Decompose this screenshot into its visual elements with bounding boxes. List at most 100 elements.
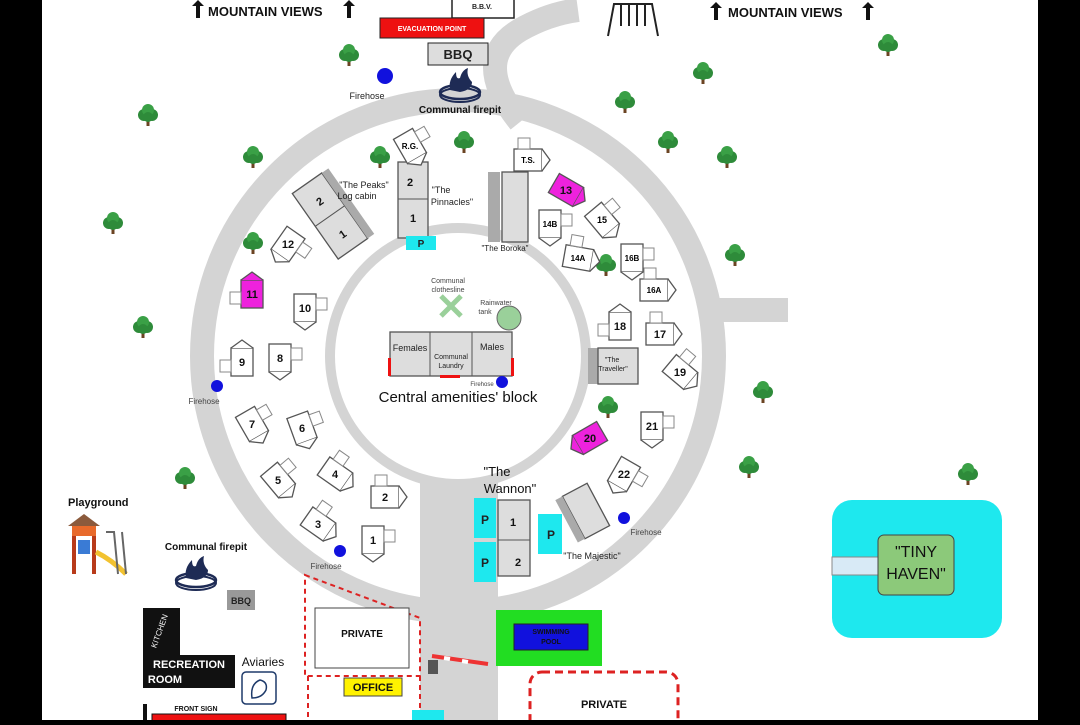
arrow-up-icon — [192, 0, 204, 18]
clothesline-label-2: clothesline — [431, 287, 464, 294]
bbq-top-label: BBQ — [444, 47, 473, 62]
site-22[interactable]: 22 — [602, 455, 651, 505]
site-15[interactable]: 15 — [583, 194, 634, 245]
rec-label-2: ROOM — [148, 674, 182, 686]
rec-label-1: RECREATION — [153, 659, 225, 671]
site-12[interactable]: 12 — [265, 225, 315, 276]
evacuation-point: EVACUATION POINT — [379, 17, 485, 39]
svg-text:7: 7 — [249, 419, 255, 431]
playground: Playground — [68, 497, 129, 576]
central-block-label: Central amenities' block — [379, 389, 538, 406]
pinnacles-unit-1: 1 — [410, 213, 416, 225]
svg-text:22: 22 — [618, 469, 630, 481]
site-8[interactable]: 8 — [268, 343, 303, 381]
site-9[interactable]: 9 — [219, 339, 254, 377]
mountain-views-left-label: MOUNTAIN VIEWS — [208, 4, 323, 19]
fire-hose-icon — [211, 380, 223, 392]
males-label: Males — [480, 342, 505, 352]
rainwater-tank — [496, 305, 522, 331]
traveller-label-2: Traveller" — [598, 366, 628, 373]
svg-text:10: 10 — [299, 303, 311, 315]
the-wannon[interactable]: "The Wannon" 1 2 P P — [474, 464, 537, 582]
pinnacles-label-2: Pinnacles" — [431, 197, 473, 207]
svg-text:3: 3 — [315, 519, 321, 531]
svg-text:4: 4 — [332, 469, 339, 481]
site-1[interactable]: 1 — [361, 525, 396, 563]
site-7[interactable]: 7 — [234, 400, 283, 450]
private-left-label: PRIVATE — [341, 629, 383, 640]
wannon-label-2: Wannon" — [484, 481, 537, 496]
firehose-top-label: Firehose — [349, 91, 384, 101]
site-13[interactable]: 13 — [547, 172, 590, 210]
site-4[interactable]: 4 — [316, 447, 367, 497]
the-pinnacles[interactable]: 2 1 P "The Pinnacles" — [397, 161, 473, 250]
swing-icon — [607, 3, 659, 37]
site-ts[interactable]: T.S. — [513, 137, 551, 172]
top-sign: B.B.V. — [451, 0, 515, 19]
svg-text:T.S.: T.S. — [521, 156, 535, 165]
site-17[interactable]: 17 — [645, 311, 683, 346]
site-rg[interactable]: R.G. — [392, 122, 441, 172]
office-label: OFFICE — [353, 682, 393, 694]
laundry-label-2: Laundry — [438, 363, 464, 370]
tiny-haven[interactable]: "TINY HAVEN" — [831, 500, 1002, 638]
firepit-top-label: Communal firepit — [419, 105, 502, 116]
svg-text:12: 12 — [282, 239, 294, 251]
site-14a[interactable]: 14A — [561, 233, 605, 274]
playground-label: Playground — [68, 497, 129, 509]
the-boroka[interactable]: "The Boroka" — [481, 171, 529, 253]
top-sign-label: B.B.V. — [472, 4, 492, 11]
barrier-gate-icon — [428, 654, 489, 674]
bbq-left-label: BBQ — [231, 596, 251, 606]
site-19[interactable]: 19 — [661, 345, 712, 396]
peaks-unit-1: 1 — [337, 228, 349, 241]
private-right: PRIVATE — [528, 670, 680, 725]
firehose-right-label: Firehose — [630, 528, 662, 537]
swimming-pool[interactable]: SWIMMING POOL — [496, 610, 602, 666]
site-10[interactable]: 10 — [293, 293, 328, 331]
frame-right — [1038, 0, 1080, 720]
svg-text:14B: 14B — [543, 220, 558, 229]
office[interactable]: OFFICE — [343, 677, 403, 697]
svg-text:2: 2 — [382, 492, 388, 504]
arrow-up-icon — [862, 2, 874, 20]
pool-label-1: SWIMMING — [532, 629, 570, 636]
site-3[interactable]: 3 — [299, 497, 350, 547]
svg-text:13: 13 — [560, 185, 572, 197]
svg-text:18: 18 — [614, 321, 626, 333]
firepit-left-label: Communal firepit — [165, 542, 248, 553]
site-14b[interactable]: 14B — [538, 209, 573, 247]
the-majestic[interactable]: P "The Majestic" — [538, 482, 621, 561]
svg-text:17: 17 — [654, 329, 666, 341]
svg-text:6: 6 — [299, 423, 305, 435]
site-6[interactable]: 6 — [286, 406, 331, 454]
site-16b[interactable]: 16B — [620, 243, 655, 281]
site-20[interactable]: 20 — [565, 420, 609, 458]
svg-text:16A: 16A — [647, 286, 662, 295]
aviaries-label: Aviaries — [242, 655, 284, 669]
fire-hose-icon — [496, 376, 508, 388]
peaks-unit-2: 2 — [314, 195, 326, 208]
site-21[interactable]: 21 — [640, 411, 675, 449]
front-sign-label: FRONT SIGN — [174, 706, 217, 713]
boroka-label: "The Boroka" — [481, 244, 528, 253]
svg-text:1: 1 — [370, 535, 376, 547]
site-5[interactable]: 5 — [259, 454, 310, 505]
site-11[interactable]: 11 — [229, 271, 264, 309]
central-amenities-block[interactable]: Communal clothesline Rainwater tank Fema… — [379, 278, 538, 406]
rainwater-label-2: tank — [478, 309, 492, 316]
firehose-bottom-label: Firehose — [310, 562, 342, 571]
bbq-left: BBQ — [227, 590, 255, 610]
the-traveller[interactable]: "The Traveller" — [588, 347, 639, 385]
site-2[interactable]: 2 — [370, 474, 408, 509]
fire-hose-icon — [377, 68, 393, 84]
the-peaks-log-cabin[interactable]: 2 1 "The Peaks" Log cabin — [291, 168, 389, 260]
evacuation-label: EVACUATION POINT — [398, 26, 467, 33]
site-16a[interactable]: 16A — [639, 267, 677, 302]
tiny-haven-label-1: "TINY — [895, 544, 937, 561]
clothesline-label-1: Communal — [431, 278, 465, 285]
svg-text:20: 20 — [584, 433, 596, 445]
site-18[interactable]: 18 — [597, 303, 632, 341]
recreation-room[interactable]: KITCHEN RECREATION ROOM — [143, 608, 235, 688]
